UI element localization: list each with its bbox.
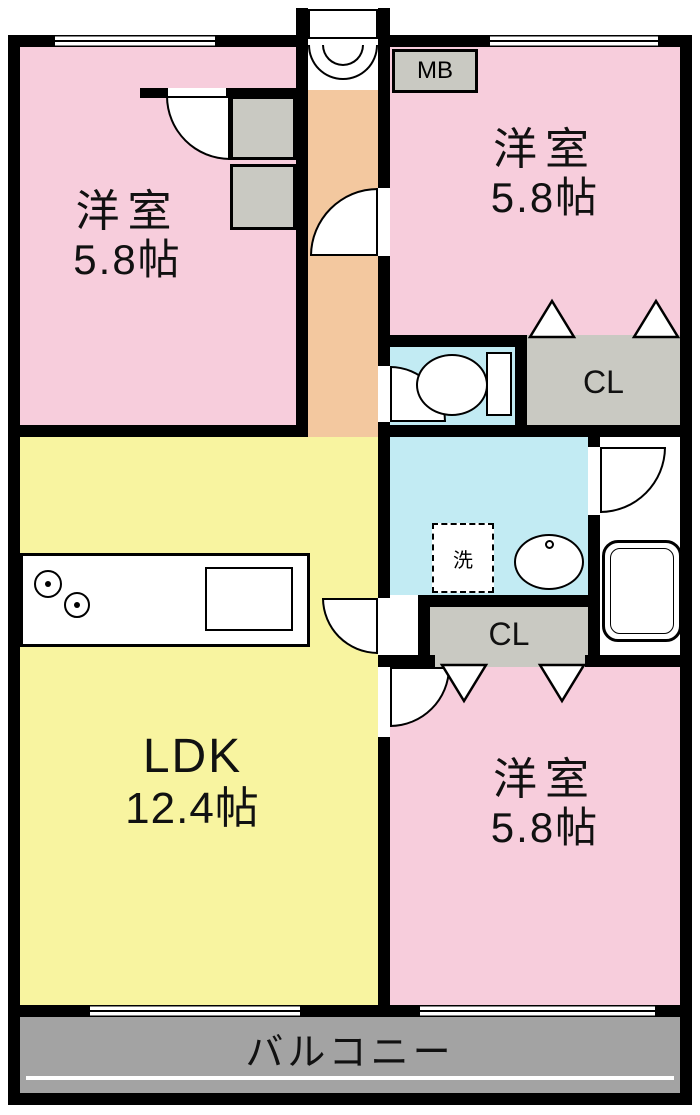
wall bbox=[378, 655, 435, 667]
wall bbox=[418, 595, 430, 667]
wall bbox=[390, 335, 527, 347]
room-area: 5.8帖 bbox=[73, 236, 182, 284]
wall bbox=[8, 35, 20, 1105]
shoe-cabinet bbox=[230, 164, 296, 230]
hallway-floor bbox=[296, 90, 390, 437]
bedroom-top-right-label: 洋室 5.8帖 bbox=[425, 125, 665, 223]
wall bbox=[8, 1093, 692, 1105]
wall bbox=[378, 256, 390, 366]
balcony-label-text: バルコニー bbox=[245, 1031, 455, 1074]
toilet-icon bbox=[416, 354, 488, 416]
closet-upper-label: CL bbox=[527, 347, 680, 417]
stove-icon bbox=[45, 581, 51, 587]
entrance-door bbox=[308, 9, 378, 39]
room-area: 5.8帖 bbox=[490, 174, 600, 222]
toilet-icon bbox=[486, 352, 512, 416]
bedroom-top-right-floor bbox=[390, 47, 680, 347]
window bbox=[55, 35, 215, 47]
meter-box-label: MB bbox=[417, 57, 453, 84]
door-swing-icon bbox=[600, 447, 666, 513]
stove-icon bbox=[64, 592, 90, 618]
washbasin-icon bbox=[545, 540, 554, 549]
wall bbox=[378, 737, 390, 1010]
closet-label-text: CL bbox=[583, 363, 624, 400]
wall bbox=[378, 8, 390, 188]
wall bbox=[226, 88, 308, 98]
meter-box: MB bbox=[392, 49, 478, 93]
washing-machine-box: 洗 bbox=[432, 523, 494, 593]
shoe-cabinet bbox=[230, 96, 296, 160]
bedroom-bottom-right-label: 洋室 5.8帖 bbox=[425, 755, 665, 853]
window bbox=[90, 1005, 300, 1017]
bedroom-bottom-right-floor bbox=[390, 667, 680, 1010]
room-name: 洋室 bbox=[75, 187, 180, 236]
wall bbox=[588, 515, 600, 667]
stove-icon bbox=[34, 570, 62, 598]
wall bbox=[296, 8, 308, 437]
doorway bbox=[378, 598, 390, 655]
wall bbox=[680, 35, 692, 1105]
ldk-floor bbox=[20, 437, 378, 1010]
washing-machine-label: 洗 bbox=[453, 549, 473, 572]
window bbox=[420, 1005, 655, 1017]
room-area: 5.8帖 bbox=[490, 804, 600, 852]
bedroom-top-left-label: 洋室 5.8帖 bbox=[20, 187, 235, 285]
room-name: LDK bbox=[142, 730, 243, 783]
wall bbox=[418, 595, 588, 607]
wall bbox=[585, 655, 692, 667]
doorway bbox=[378, 366, 390, 422]
window bbox=[490, 35, 658, 47]
closet-label-text: CL bbox=[488, 616, 530, 652]
wall bbox=[140, 88, 168, 98]
closet-upper-floor bbox=[527, 335, 680, 425]
doorway bbox=[378, 188, 390, 256]
closet-lower-floor bbox=[430, 607, 588, 667]
stove-icon bbox=[74, 602, 80, 608]
wall bbox=[378, 437, 390, 598]
room-name: 洋室 bbox=[493, 125, 597, 174]
wall bbox=[8, 425, 308, 437]
doorway bbox=[168, 88, 226, 98]
doorway bbox=[378, 667, 390, 737]
closet-lower-label: CL bbox=[430, 607, 588, 662]
bathtub-icon bbox=[610, 548, 674, 634]
wall bbox=[390, 425, 692, 437]
kitchen-sink bbox=[205, 567, 293, 631]
balcony-edge-line bbox=[26, 1076, 674, 1080]
doorway bbox=[588, 447, 600, 515]
room-name: 洋室 bbox=[493, 755, 597, 804]
balcony-label: バルコニー bbox=[0, 1022, 700, 1074]
ldk-label: LDK 12.4帖 bbox=[80, 730, 305, 834]
room-area: 12.4帖 bbox=[125, 783, 260, 833]
wall bbox=[515, 335, 527, 437]
wall bbox=[588, 437, 600, 447]
wall bbox=[378, 422, 390, 437]
